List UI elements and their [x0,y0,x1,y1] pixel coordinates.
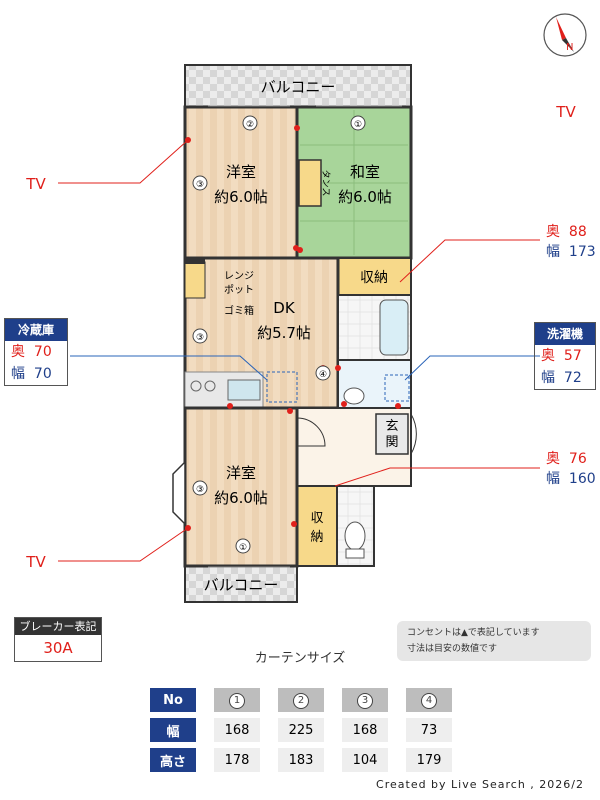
fridge-title: 冷蔵庫 [5,319,67,341]
curtain-width-1: 168 [214,718,260,742]
compass-label: N [566,42,573,53]
fridge-space [266,371,298,403]
svg-text:②: ② [246,120,254,130]
curtain-no-3: 3 [357,692,373,709]
svg-text:③: ③ [196,485,204,495]
svg-text:④: ④ [319,370,327,380]
curtain-height-3: 104 [342,748,388,772]
note-line-1: コンセントは▲で表記しています [407,628,540,638]
curtain-no-4: 4 [421,692,437,709]
bay-window [172,460,186,526]
fridge-box: 冷蔵庫 奥 70 幅 70 [4,318,68,386]
range-shelf [184,261,206,299]
washer-space [384,374,410,402]
storage-1-label: 収納 [360,270,388,286]
tv-label-top-left: TV [25,175,46,193]
credit-text: Created by Live Search , 2026/2 [376,778,584,791]
tansu-label: タンス [320,170,331,197]
svg-text:③: ③ [196,333,204,343]
curtain-width-3: 168 [342,718,388,742]
room-japanese-size: 約6.0帖 [338,188,392,206]
window-marker-2: ② [242,115,258,131]
room-western-bottom-name: 洋室 [226,464,256,482]
pot-label: ポット [224,284,254,296]
range-label: レンジ [224,271,254,282]
curtain-height-2: 183 [278,748,324,772]
appliance-leaders [70,355,540,381]
tv-leaders [58,139,189,562]
closet-bottom-dims: 奥 76 幅 160 [546,451,596,487]
tv-label-bottom-left: TV [25,553,46,571]
room-dk-size: 約5.7帖 [257,324,311,342]
curtain-row-width: 幅 168 225 168 73 [150,718,452,742]
window-marker-1b: ① [235,538,251,554]
tv-label-top-right: TV [555,103,576,121]
washer-title: 洗濯機 [535,323,595,345]
window-marker-1: ① [350,115,366,131]
curtain-header-no: No [150,688,196,712]
room-western-bottom-size: 約6.0帖 [214,489,268,507]
curtain-height-1: 178 [214,748,260,772]
room-western-top-name: 洋室 [226,163,256,181]
closet-top-dims: 奥 88 幅 173 [546,224,596,260]
svg-text:③: ③ [196,180,204,190]
breaker-title: ブレーカー表記 [15,618,101,635]
storage-2-label-1: 収 [310,511,323,526]
curtain-height-4: 179 [406,748,452,772]
note-box: コンセントは▲で表記しています 寸法は目安の数値です [397,621,591,661]
curtain-no-1: 1 [229,692,245,709]
tansu [298,159,322,207]
curtain-table: No 1 2 3 4 幅 168 225 168 73 高さ 178 183 1… [132,682,470,778]
storage-2 [296,485,338,567]
trash-label: ゴミ箱 [224,304,254,317]
curtain-row-no: No 1 2 3 4 [150,688,452,712]
window-marker-4: ④ [315,365,331,381]
washer-box: 洗濯機 奥 57 幅 72 [534,322,596,390]
bathtub [379,299,409,356]
room-western-top-size: 約6.0帖 [214,188,268,206]
balcony-bottom-label: バルコニー [204,576,279,594]
curtain-row-height: 高さ 178 183 104 179 [150,748,452,772]
curtain-no-2: 2 [293,692,309,709]
svg-text:①: ① [354,120,362,130]
compass-icon: N [543,13,587,57]
storage-2-label-2: 納 [310,530,323,545]
room-dk-name: DK [273,299,296,317]
breaker-box: ブレーカー表記 30A [14,617,102,662]
entrance-label-1: 玄 [385,419,398,434]
curtain-header-width: 幅 [150,718,196,742]
entrance [375,413,409,455]
curtain-title: カーテンサイズ [254,651,346,666]
entrance-label-2: 関 [385,435,398,450]
balcony-top [184,64,412,108]
closet-leaders [334,239,540,487]
curtain-width-4: 73 [406,718,452,742]
room-japanese-name: 和室 [350,163,380,181]
balcony-top-label: バルコニー [261,78,336,96]
window-marker-3: ③ [192,175,208,191]
curtain-width-2: 225 [278,718,324,742]
curtain-header-height: 高さ [150,748,196,772]
window-marker-3b: ③ [192,328,208,344]
window-marker-3c: ③ [192,480,208,496]
note-line-2: 寸法は目安の数値です [407,644,498,654]
svg-text:①: ① [239,543,247,553]
breaker-value: 30A [43,639,73,657]
